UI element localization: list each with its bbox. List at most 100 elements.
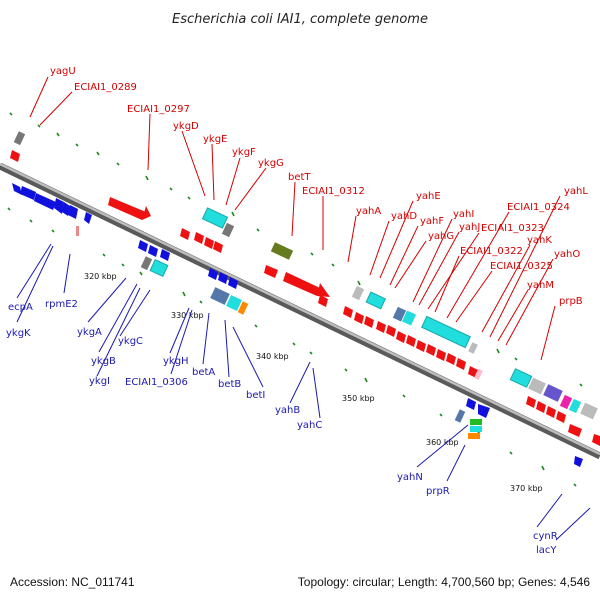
gene-feature <box>264 265 278 278</box>
gene-label: ykgF <box>232 147 256 158</box>
gene-feature <box>568 398 582 414</box>
gene-feature <box>546 406 556 418</box>
gene-label: betB <box>218 379 241 390</box>
gene-feature <box>142 206 151 220</box>
gene-label: yahI <box>453 209 474 220</box>
scale-label: 320 kbp <box>84 272 117 281</box>
gene-feature <box>376 321 386 333</box>
gene-feature <box>218 272 228 284</box>
gene-feature <box>318 295 328 307</box>
gene-feature <box>466 398 476 410</box>
gene-feature <box>138 240 148 252</box>
gene-feature <box>470 419 482 425</box>
gene-feature <box>468 342 478 354</box>
gene-feature <box>526 396 536 408</box>
gene-feature <box>543 384 563 402</box>
genome-axis <box>0 162 600 460</box>
gene-feature <box>180 228 190 240</box>
gene-label: yahE <box>416 191 441 202</box>
gene-feature <box>536 401 546 413</box>
scale-label: 370 kbp <box>510 484 543 493</box>
lower-tick-row <box>7 207 577 487</box>
gene-label: yahO <box>554 249 580 260</box>
gene-label: ECIAI1_0306 <box>125 377 188 388</box>
gene-feature <box>194 232 204 244</box>
gene-label: ykgI <box>89 376 110 387</box>
gene-label: ECIAI1_0323 <box>481 223 544 234</box>
gene-label: rpmE2 <box>45 299 78 310</box>
gene-feature <box>221 222 235 238</box>
gene-feature <box>62 202 70 216</box>
gene-label: yahN <box>397 472 423 483</box>
gene-label: betT <box>288 172 311 183</box>
gene-feature <box>354 312 364 324</box>
gene-feature <box>436 349 446 361</box>
gene-label: yahG <box>428 231 454 242</box>
gene-feature <box>20 186 36 200</box>
gene-feature <box>13 131 26 146</box>
map-title: Escherichia coli IAI1, complete genome <box>172 12 428 27</box>
gene-feature <box>592 434 600 446</box>
gene-label: lacY <box>536 545 557 556</box>
gene-feature <box>470 426 482 432</box>
gene-feature <box>454 409 466 423</box>
gene-feature <box>406 335 416 347</box>
scale-labels: 320 kbp 330 kbp 340 kbp 350 kbp 360 kbp … <box>84 272 543 493</box>
scale-label: 340 kbp <box>256 352 289 361</box>
gene-feature <box>426 344 436 356</box>
gene-feature <box>237 301 249 315</box>
gene-label: ECIAI1_0297 <box>127 104 190 115</box>
reverse-leader-lines <box>16 243 591 541</box>
gene-feature <box>392 306 407 322</box>
gene-feature <box>228 277 238 289</box>
gene-label: yahC <box>297 420 322 431</box>
gene-feature <box>208 268 218 280</box>
scale-label: 360 kbp <box>426 438 459 447</box>
gene-feature <box>68 205 78 219</box>
gene-label: ykgD <box>173 121 199 132</box>
gene-feature <box>556 411 566 423</box>
gene-feature <box>148 245 158 257</box>
scale-label: 330 kbp <box>171 311 204 320</box>
gene-label: yahK <box>527 235 552 246</box>
gene-label: ECIAI1_0324 <box>507 202 570 213</box>
gene-feature <box>478 404 490 418</box>
accession-text: Accession: NC_011741 <box>10 575 135 589</box>
gene-feature <box>201 207 229 229</box>
gene-feature <box>474 368 483 380</box>
gene-feature <box>204 237 214 249</box>
gene-feature <box>12 183 22 195</box>
gene-label: yagU <box>50 66 76 77</box>
gene-label: ECIAI1_0289 <box>74 82 137 93</box>
forward-leader-lines <box>29 76 561 361</box>
gene-feature <box>468 433 480 439</box>
gene-label: cynR <box>533 531 558 542</box>
gene-feature <box>140 256 153 271</box>
gene-label: ECIAI1_0325 <box>490 261 553 272</box>
gene-feature <box>226 295 242 311</box>
gene-feature <box>365 291 387 310</box>
gene-label: ecpA <box>8 302 33 313</box>
gene-label: yahB <box>275 405 300 416</box>
gene-feature <box>580 402 598 420</box>
gene-label: yahF <box>420 216 444 227</box>
gene-label: yahA <box>356 206 381 217</box>
upper-tick-row <box>9 112 583 387</box>
gene-feature <box>364 316 374 328</box>
gene-label: betI <box>246 390 265 401</box>
gene-feature <box>351 285 365 301</box>
gene-label: yahM <box>527 280 554 291</box>
gene-feature <box>421 315 471 349</box>
reverse-gene-features <box>12 183 583 467</box>
gene-label: ECIAI1_0322 <box>460 246 523 257</box>
gene-feature <box>34 193 56 210</box>
gene-label: ykgC <box>118 336 143 347</box>
gene-label: prpB <box>559 296 583 307</box>
gene-label: yahD <box>391 211 417 222</box>
gene-feature <box>416 340 426 352</box>
gene-feature <box>149 258 169 278</box>
gene-feature <box>401 310 417 326</box>
gene-label: ykgB <box>91 356 116 367</box>
gene-label: ECIAI1_0312 <box>302 186 365 197</box>
